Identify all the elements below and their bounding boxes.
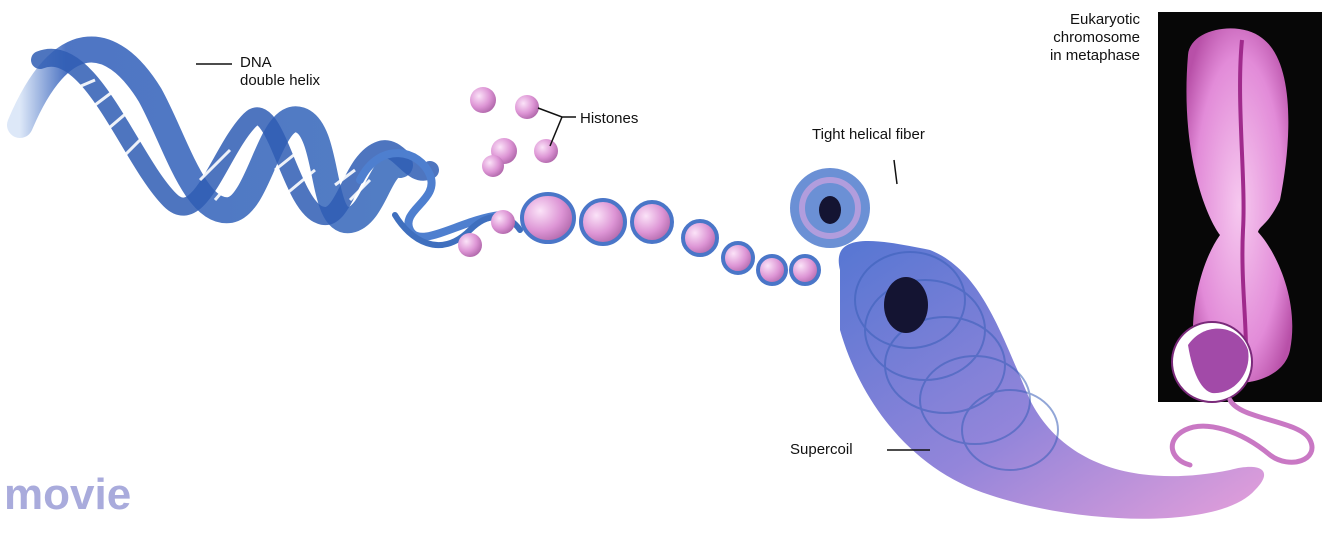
chromosome-label-line-3: in metaphase <box>1050 47 1140 65</box>
metaphase-chromosome-image <box>1158 12 1322 402</box>
supercoil-label: Supercoil <box>790 441 853 459</box>
chromosome-label-line-2: chromosome <box>1050 29 1140 47</box>
chromosome-label: Eukaryotic chromosome in metaphase <box>1050 11 1140 65</box>
chromosome-label-line-1: Eukaryotic <box>1050 11 1140 29</box>
tight-helical-fiber <box>790 168 870 248</box>
chromosome-loop-strand <box>1172 400 1312 465</box>
dna-label-line-1: DNA <box>240 54 320 72</box>
nucleosome-chain <box>522 194 819 284</box>
dna-label: DNA double helix <box>240 54 320 90</box>
fiber-label: Tight helical fiber <box>812 126 925 144</box>
movie-link[interactable]: movie <box>4 470 131 520</box>
supercoil-opening <box>884 277 928 333</box>
dna-label-line-2: double helix <box>240 72 320 90</box>
histones-label: Histones <box>580 110 638 128</box>
